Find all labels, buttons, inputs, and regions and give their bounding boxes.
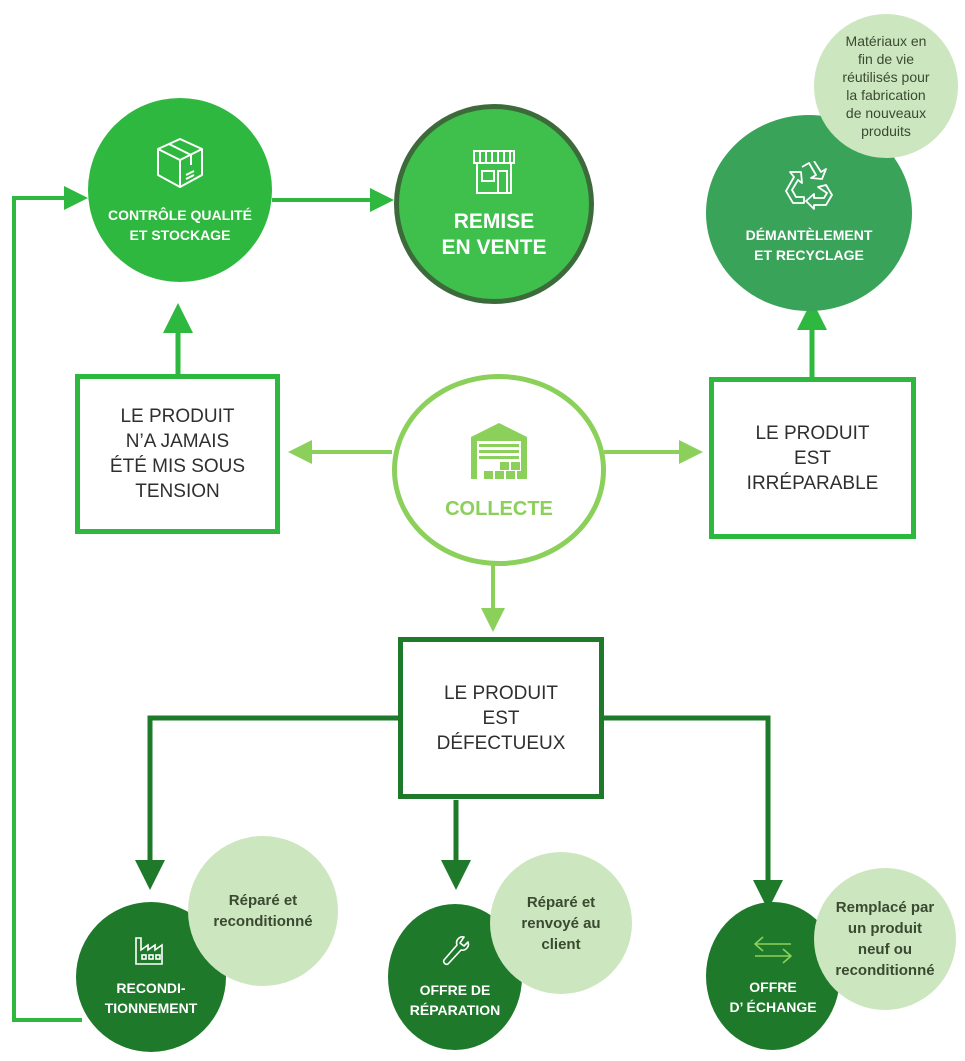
collecte-label: COLLECTE [445, 498, 553, 520]
offre-echange-label: OFFRE D’ ÉCHANGE [729, 979, 817, 1015]
controle-qualite-node: CONTRÔLE QUALITÉ ET STOCKAGE [88, 98, 272, 282]
recycle-icon [785, 161, 833, 210]
loop-line [12, 186, 88, 1022]
irreparable-box: LE PRODUIT EST IRRÉPARABLE [709, 377, 916, 539]
wrench-icon [442, 936, 470, 966]
reconditionnement-label: RECONDI- TIONNEMENT [104, 980, 198, 1016]
controle-qualite-label: CONTRÔLE QUALITÉ ET STOCKAGE [108, 207, 252, 243]
offre-reparation-label: OFFRE DE RÉPARATION [409, 982, 501, 1018]
shop-icon [473, 150, 515, 194]
remise-en-vente-node: REMISE EN VENTE [394, 104, 594, 304]
remise-en-vente-label: REMISE EN VENTE [441, 210, 547, 259]
remplace-note: Remplacé par un produit neuf ou recondit… [814, 868, 956, 1010]
defectueux-box: LE PRODUIT EST DÉFECTUEUX [398, 637, 604, 799]
arrow-defectueux-echange [603, 715, 783, 910]
warehouse-icon [471, 423, 527, 479]
repare-reconditionne-note: Réparé et reconditionné [188, 836, 338, 986]
exchange-icon [754, 936, 792, 964]
jamais-tension-box: LE PRODUIT N’A JAMAIS ÉTÉ MIS SOUS TENSI… [75, 374, 280, 534]
box-icon [157, 138, 203, 188]
arrow-defectueux-recond [135, 715, 400, 890]
repare-renvoye-note: Réparé et renvoyé au client [490, 852, 632, 994]
materiaux-note: Matériaux en fin de vie réutilisés pour … [814, 14, 958, 158]
demantelement-label: DÉMANTÈLEMENT ET RECYCLAGE [745, 227, 873, 263]
collecte-node: COLLECTE [392, 374, 606, 566]
factory-icon [135, 937, 163, 965]
